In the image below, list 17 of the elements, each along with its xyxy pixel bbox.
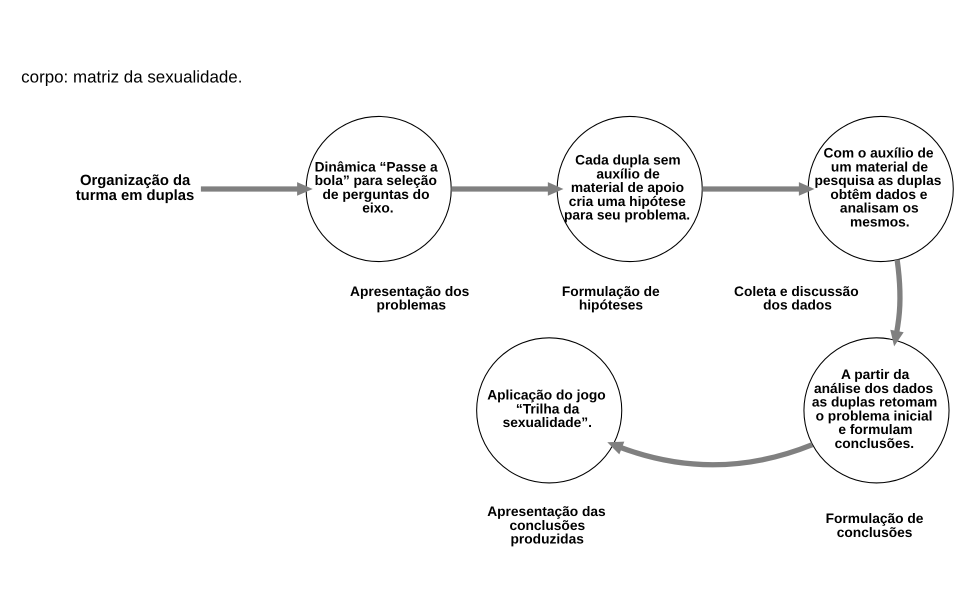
arrow <box>200 182 313 196</box>
node-circle: A partir da análise dos dados as duplas retomam o problema inicial e formulam conclusões. <box>803 337 950 484</box>
arrow <box>607 442 814 468</box>
node-label: Apresentação dos problemas <box>350 284 470 313</box>
node-label: Apresentação das conclusões produzidas <box>487 504 606 547</box>
node-label: Coleta e discussão dos dados <box>734 284 859 313</box>
arrow <box>890 259 904 346</box>
node-label: Formulação de hipóteses <box>562 284 660 313</box>
arrow <box>702 182 814 196</box>
arrow <box>451 182 564 196</box>
label: corpo: matriz da sexualidade. <box>21 67 242 86</box>
node-circle: Dinâmica “Passe a bola” para seleção de perguntas do eixo. <box>306 116 452 262</box>
node-circle: Com o auxílio de um material de pesquisa as duplas obtêm dados e analisam os mesmos. <box>808 116 954 262</box>
node-circle: Cada dupla sem auxílio de material de apoio cria uma hipótese para seu problema. <box>556 116 703 262</box>
node-text: Organização da turma em duplas <box>76 172 194 204</box>
node-label: Formulação de conclusões <box>826 511 924 540</box>
node-circle: Aplicação do jogo “Trilha da sexualidade”. <box>476 337 622 484</box>
